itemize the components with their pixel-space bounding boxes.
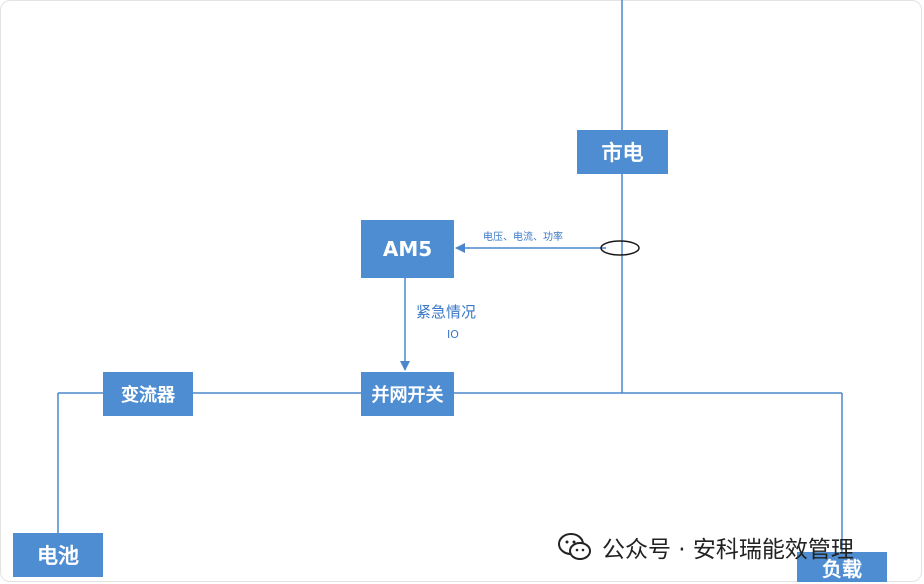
watermark: 公众号 · 安科瑞能效管理 [558, 530, 854, 564]
watermark-text: 公众号 · 安科瑞能效管理 [602, 537, 854, 563]
wechat-icon [558, 532, 592, 562]
grid-switch-box: 并网开关 [361, 372, 454, 416]
inverter-box: 变流器 [103, 372, 193, 416]
measurement-label: 电压、电流、功率 [483, 232, 563, 243]
grid-box: 市电 [577, 130, 668, 174]
current-transformer-icon [600, 240, 640, 256]
emergency-label: 紧急情况 [416, 303, 477, 321]
load-box: 负载 [797, 552, 887, 582]
battery-box: 电池 [13, 533, 103, 577]
io-label: IO [447, 328, 459, 341]
am5-meter-box: AM5 [361, 220, 454, 278]
